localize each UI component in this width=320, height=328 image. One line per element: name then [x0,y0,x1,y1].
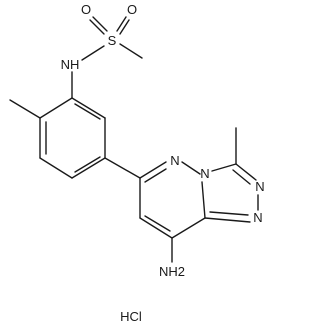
atom-label-oxygen-left: O [81,2,91,17]
bond-benzene-double-1 [74,103,101,120]
bond-benzene-4 [71,157,106,179]
atom-label-triazole-n-upper: N [255,179,264,194]
salt-label: HCl [120,309,142,324]
atom-labels: O O S NH N N N N NH2 [61,2,265,279]
bond-s-o-left-b [89,19,105,35]
atom-label-pyridazine-n: N [170,153,179,168]
atom-label-sulfonamide-nh: NH [61,57,80,72]
bond-biaryl [104,157,141,179]
bond-pyridazine-c8-c7 [139,217,173,239]
atom-label-triazole-n-lower: N [253,210,262,225]
bond-triazole-n-c3 [211,163,237,172]
atom-label-sulfur: S [108,33,117,48]
atom-label-oxygen-right: O [127,2,137,17]
bond-benzene-1 [39,97,73,119]
bond-triazole-c3-n-double-b [232,169,251,185]
chemical-structure-diagram: O O S NH N N N N NH2 HCl [9,2,265,324]
bond-s-nh [81,45,105,61]
bond-pyridazine-c8-c7-double [144,215,171,232]
bond-pyridazine-n2-c8a [201,181,206,219]
bond-triazole-n-c8a-a [204,217,251,223]
bond-s-o-right-b [119,19,130,35]
atom-label-amino-group: NH2 [159,264,185,279]
atom-label-bridgehead-n: N [200,166,209,181]
bond-s-o-right-a [116,16,127,32]
bond-pyridazine-n1-n2 [181,161,201,175]
bond-benzene-6 [71,97,106,119]
bond-benzene-double-3 [74,156,101,173]
bond-pyridazine-c8a-c8 [171,217,206,239]
bond-pyridazine-c6-n1 [139,161,167,179]
bond-lines [9,16,259,263]
bond-s-o-left-a [92,16,108,32]
bond-pyridazine-c6-n1-double [144,168,167,183]
bond-benzene-3 [39,157,73,179]
bond-triazole-n-c8a-b [209,211,249,216]
bond-s-methyl [119,43,143,59]
bond-triazole-c3-n-double-a [235,163,257,181]
bond-aryl-methyl [9,99,41,119]
